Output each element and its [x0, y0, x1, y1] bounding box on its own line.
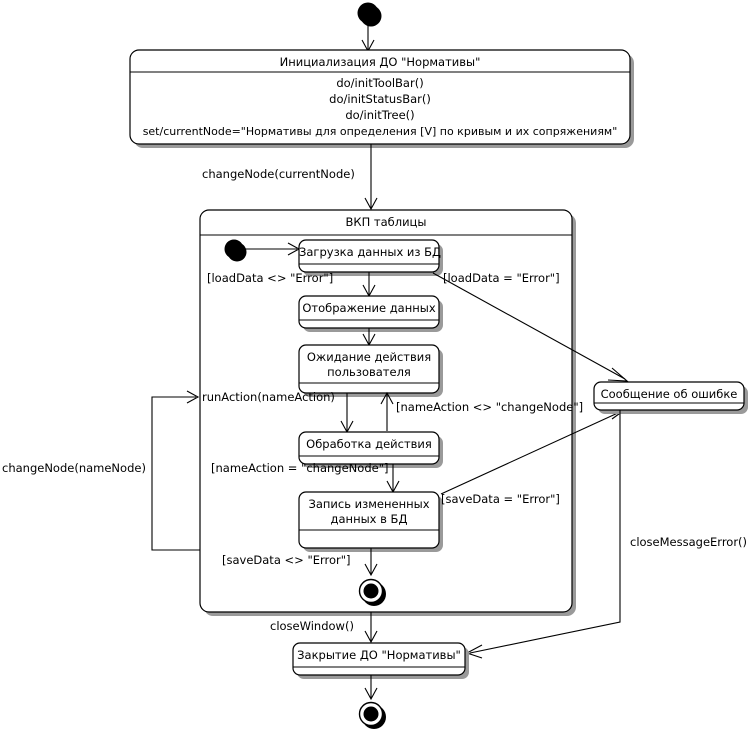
init-state-title: Инициализация ДО "Нормативы" [279, 55, 481, 69]
close-do-title: Закрытие ДО "Нормативы" [297, 648, 461, 662]
transition-label-name-action-ne: [nameAction <> "changeNode"] [396, 400, 584, 414]
arrowhead-process-to-wait [380, 391, 394, 405]
init-state-action-1: do/initToolBar() [336, 76, 424, 90]
show-data-title: Отображение данных [302, 301, 436, 315]
transition-label-name-action-eq: [nameAction = "changeNode"] [211, 461, 389, 475]
edge-save-to-error [440, 411, 621, 495]
inner-initial-node [224, 239, 244, 259]
wait-action-box [298, 344, 440, 394]
init-state-action-3: do/initTree() [345, 108, 415, 122]
arrowhead-composite-to-close [364, 630, 378, 644]
arrowhead-init-to-composite [364, 197, 378, 211]
transition-label-run-action: runAction(nameAction) [202, 390, 335, 404]
error-message-title: Сообщение об ошибке [600, 387, 738, 401]
outer-final-core [363, 706, 379, 722]
save-data-box [298, 491, 440, 549]
transition-label-save-ok: [saveData <> "Error"] [222, 553, 351, 567]
transition-label-close-window: closeWindow() [270, 619, 354, 633]
wait-action-title: Ожидание действия пользователя [306, 350, 432, 379]
load-data-title: Загрузка данных из БД [299, 245, 442, 259]
edge-load-to-error [432, 272, 626, 380]
arrowhead-save-to-final [364, 563, 378, 577]
transition-label-change-node-current: changeNode(currentNode) [202, 167, 355, 181]
transition-label-save-error: [saveData = "Error"] [441, 492, 560, 506]
initial-state-node [357, 2, 379, 24]
transition-label-load-error: [loadData = "Error"] [443, 271, 560, 285]
composite-state-box [199, 209, 573, 613]
arrowhead-change-node-loop [186, 390, 200, 404]
edge-change-node-loop [151, 396, 200, 551]
arrowhead-load-to-error [607, 367, 629, 382]
save-data-title: Запись измененных данных в БД [308, 497, 430, 526]
inner-final-core [363, 583, 379, 599]
arrowhead-close-to-final [364, 687, 378, 701]
edge-error-to-close [469, 410, 621, 654]
transition-label-close-message-error: closeMessageError() [630, 535, 748, 549]
init-state-box [129, 49, 631, 145]
init-state-action-4: set/currentNode="Нормативы для определен… [142, 125, 618, 138]
composite-state-title: ВКП таблицы [345, 215, 427, 229]
init-state-action-2: do/initStatusBar() [329, 92, 431, 106]
transition-label-load-ok: [loadData <> "Error"] [207, 271, 334, 285]
process-action-title: Обработка действия [306, 437, 432, 451]
transition-label-change-node-name: changeNode(nameNode) [2, 461, 146, 475]
